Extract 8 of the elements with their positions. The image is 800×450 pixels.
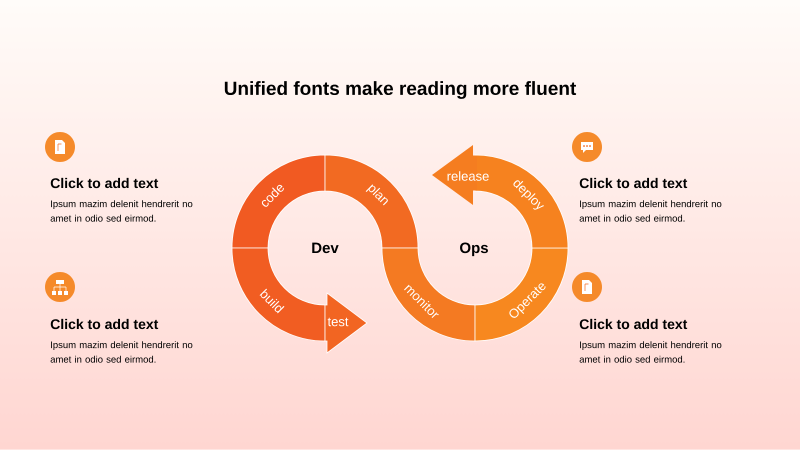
body-text: Ipsum mazim delenit hendrerit no amet in odio sed eirmod. [580, 200, 722, 222]
heading: Click to add text [50, 318, 158, 330]
body-text: Ipsum mazim delenit hendrerit no amet in odio sed eirmod. [50, 200, 192, 222]
body-text: Ipsum mazim delenit hendrerit no amet in odio sed eirmod. [50, 341, 192, 363]
body-text: Ipsum mazim delenit hendrerit no amet in odio sed eirmod. [580, 341, 722, 363]
ring-segment: test [324, 292, 368, 354]
title: Unified fonts make reading more fluent [224, 81, 576, 99]
heading: Click to add text [50, 178, 158, 188]
